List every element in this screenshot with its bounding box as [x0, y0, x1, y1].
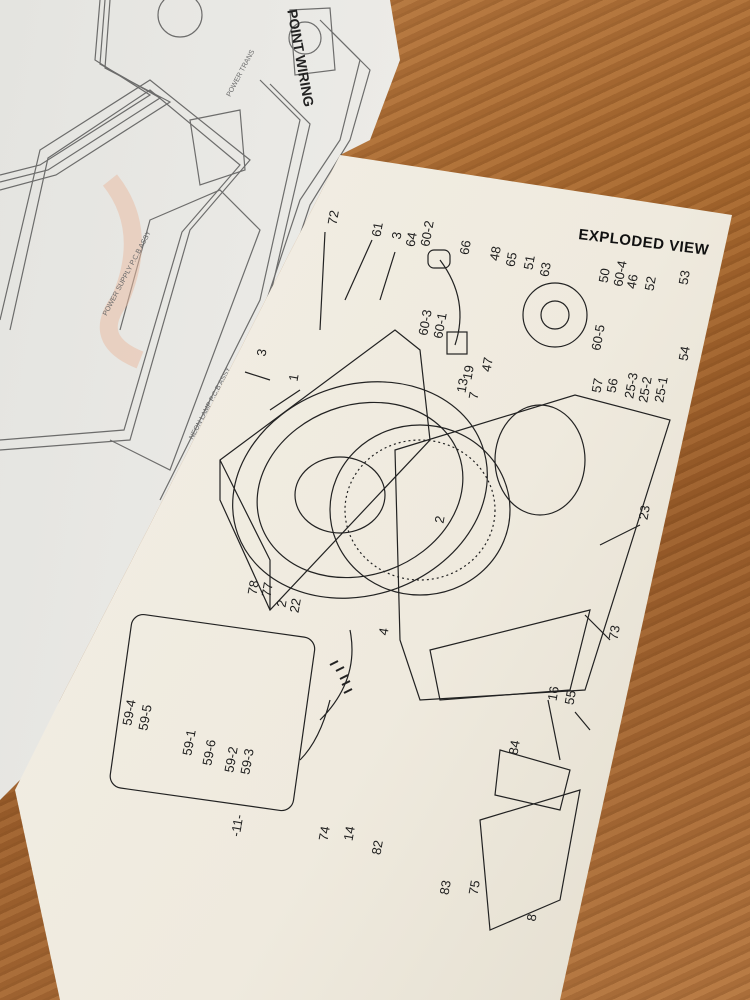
part-label: 56 — [603, 377, 621, 394]
part-label: 63 — [536, 261, 554, 278]
part-label: 54 — [675, 345, 693, 362]
part-label: 82 — [368, 839, 386, 856]
part-label: 83 — [436, 879, 454, 896]
part-label: 47 — [478, 356, 496, 373]
part-label: 55 — [561, 689, 579, 706]
part-label: 61 — [368, 221, 386, 238]
part-label: 84 — [505, 739, 523, 756]
part-label: 74 — [315, 825, 333, 842]
part-label: 53 — [675, 269, 693, 286]
part-label: 73 — [605, 624, 623, 641]
part-label: 66 — [456, 239, 474, 256]
part-label: 72 — [324, 209, 342, 226]
part-label: 16 — [544, 685, 562, 702]
part-label: 48 — [486, 245, 504, 262]
part-label: 22 — [286, 597, 304, 614]
part-label: 23 — [635, 504, 653, 521]
part-label: 52 — [641, 275, 659, 292]
part-label: 51 — [520, 254, 538, 271]
part-label: 46 — [623, 273, 641, 290]
part-label: 65 — [502, 251, 520, 268]
part-label: 14 — [340, 825, 358, 842]
part-label: 77 — [258, 581, 276, 598]
part-label: 75 — [465, 879, 483, 896]
